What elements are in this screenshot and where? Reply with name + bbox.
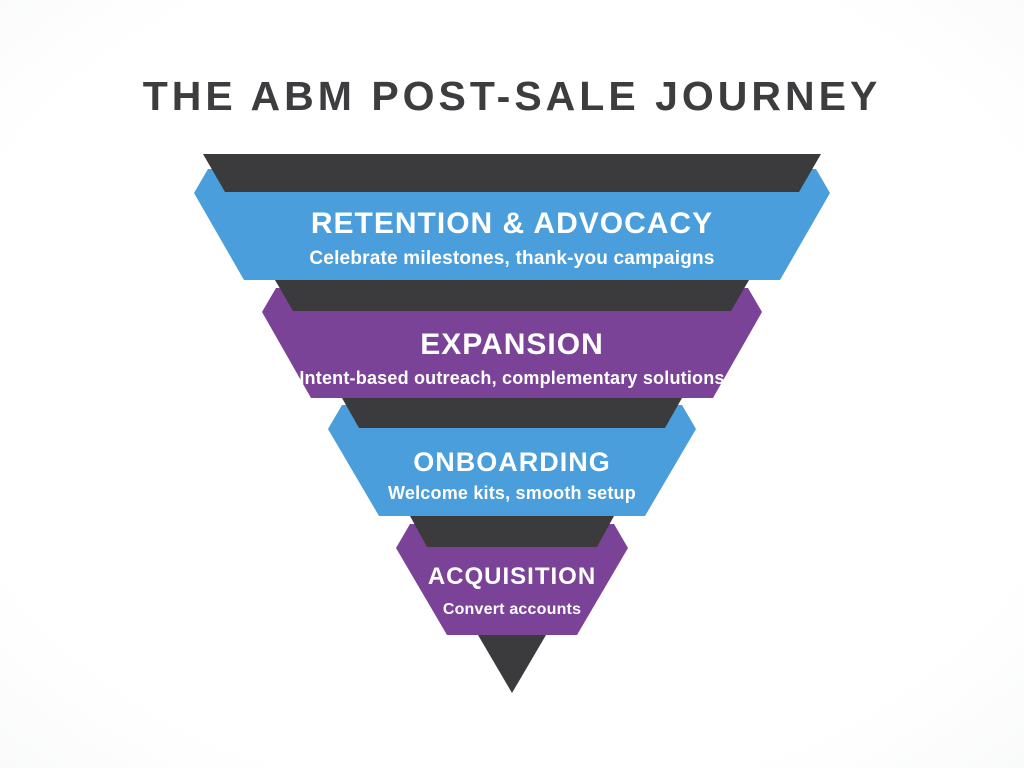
- stage-onboarding: [328, 405, 696, 516]
- stage-acquisition-subtitle: Convert accounts: [443, 601, 581, 618]
- stage-onboarding-ribbon: [328, 405, 696, 516]
- stage-acquisition-ribbon: [396, 524, 628, 635]
- stage-retention-advocacy: [194, 169, 830, 280]
- page-title: THE ABM POST-SALE JOURNEY: [143, 73, 882, 119]
- stage-retention-advocacy-subtitle: Celebrate milestones, thank-you campaign…: [309, 248, 714, 269]
- funnel-segment-3: [342, 398, 682, 428]
- stage-acquisition-title: ACQUISITION: [428, 563, 596, 590]
- stage-retention-advocacy-title: RETENTION & ADVOCACY: [311, 207, 713, 240]
- stage-acquisition: [396, 524, 628, 635]
- funnel-backbone: [203, 154, 821, 693]
- stage-retention-advocacy-ribbon: [194, 169, 830, 280]
- funnel-segment-4: [410, 516, 614, 547]
- funnel-segment-2: [275, 280, 749, 311]
- stage-expansion-title: EXPANSION: [420, 328, 603, 361]
- funnel-segment-top: [203, 154, 821, 192]
- stage-onboarding-subtitle: Welcome kits, smooth setup: [388, 483, 636, 503]
- stage-onboarding-title: ONBOARDING: [413, 447, 611, 477]
- stage-expansion-subtitle: Intent-based outreach, complementary sol…: [299, 368, 724, 388]
- stage-expansion-ribbon: [262, 288, 762, 398]
- stage-expansion: [262, 288, 762, 398]
- funnel-apex-triangle: [478, 635, 546, 693]
